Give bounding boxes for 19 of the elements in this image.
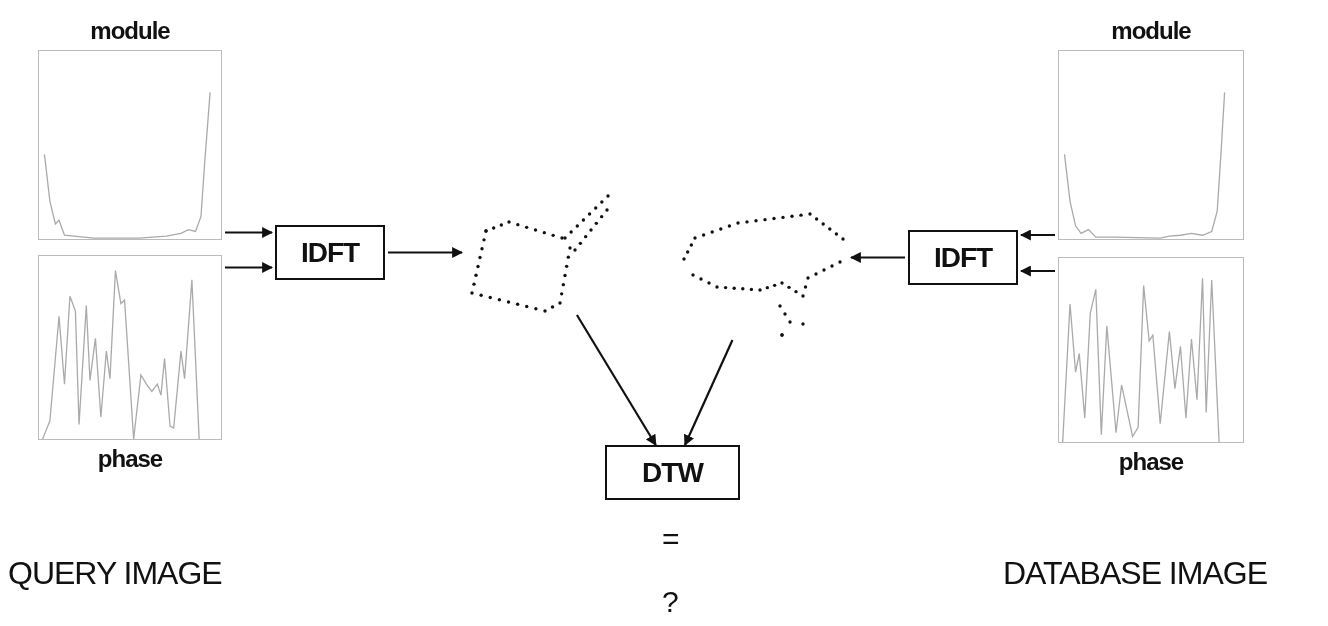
arrow [1019, 229, 1055, 241]
arrow [576, 314, 657, 446]
plot-title: module [1110, 17, 1192, 45]
arrow [683, 339, 734, 446]
caption-text: DATABASE IMAGE [1003, 555, 1267, 592]
arrow [388, 247, 464, 258]
process-box: IDFT [908, 230, 1018, 285]
plot-title: module [89, 17, 171, 45]
arrow [225, 227, 274, 238]
process-box: DTW [605, 445, 740, 500]
process-box: IDFT [275, 225, 385, 280]
equals-sign: = [662, 522, 679, 556]
plot-title: phase [1117, 448, 1185, 476]
plot-title: phase [96, 445, 164, 473]
question-mark: ? [662, 585, 678, 619]
arrow [849, 252, 905, 263]
caption-text: QUERY IMAGE [8, 555, 222, 592]
arrow [1019, 265, 1055, 277]
arrow [225, 262, 274, 273]
